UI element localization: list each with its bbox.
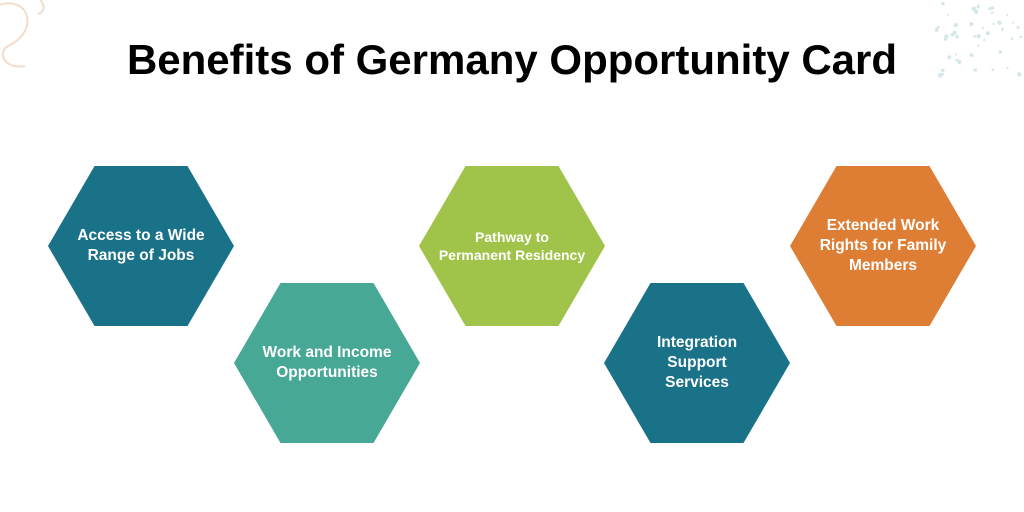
decorative-curve (0, 0, 45, 68)
decorative-dot (936, 25, 940, 29)
decorative-dot (988, 7, 992, 11)
decorative-dot (1019, 35, 1023, 39)
decorative-dot (955, 53, 958, 56)
decorative-dot (955, 34, 959, 39)
benefit-label: Extended Work Rights for Family Members (819, 217, 947, 274)
decorative-dot (992, 22, 995, 26)
decorative-dot (952, 30, 957, 35)
decorative-dot (941, 1, 945, 6)
decorative-dot (1017, 72, 1022, 77)
decorative-dot (941, 72, 945, 76)
decorative-dot (953, 23, 958, 28)
decorative-dot (1001, 27, 1004, 31)
decorative-dot (957, 59, 962, 64)
decorative-dot (934, 28, 939, 32)
decorative-dot (976, 5, 980, 9)
decorative-dot (990, 6, 995, 10)
decorative-dot (947, 55, 952, 60)
benefit-label: Pathway to Permanent Residency (438, 229, 586, 263)
decorative-dot (946, 13, 949, 16)
decorative-dot (985, 31, 990, 36)
page-title: Benefits of Germany Opportunity Card (126, 36, 898, 83)
decorative-dot (1012, 21, 1015, 24)
decorative-dot (1016, 25, 1020, 29)
decorative-dot (969, 22, 974, 27)
decorative-dots (934, 1, 1023, 78)
benefit-hexagon-permanent-residency: Pathway to Permanent Residency (419, 166, 605, 326)
decorative-dot (983, 38, 986, 42)
decorative-dot (955, 58, 958, 62)
benefit-hexagon-integration-support: Integration Support Services (604, 283, 790, 443)
decorative-dot (974, 9, 979, 14)
decorative-dot (981, 26, 985, 29)
decorative-dot (1006, 14, 1009, 17)
decorative-dot (991, 68, 995, 72)
decorative-dot (973, 68, 977, 72)
benefit-label: Integration Support Services (656, 334, 738, 391)
decorative-dot (969, 53, 974, 57)
benefit-hexagon-family-work-rights: Extended Work Rights for Family Members (790, 166, 976, 326)
decorative-dot (937, 72, 943, 78)
decorative-dot (943, 37, 947, 41)
benefit-label: Work and Income Opportunities (262, 344, 392, 381)
benefit-hexagon-jobs-access: Access to a Wide Range of Jobs (48, 166, 234, 326)
decorative-dot (941, 68, 945, 73)
decorative-dot (990, 11, 994, 14)
decorative-dot (973, 34, 977, 38)
benefit-hexagon-work-income: Work and Income Opportunities (234, 283, 420, 443)
benefit-label: Access to a Wide Range of Jobs (77, 227, 205, 264)
decorative-dot (977, 44, 980, 47)
decorative-dot (1006, 66, 1009, 70)
decorative-dot (997, 20, 1002, 26)
decorative-dot (976, 34, 981, 39)
decorative-dot (1010, 37, 1014, 40)
decorative-dot (998, 50, 1003, 54)
